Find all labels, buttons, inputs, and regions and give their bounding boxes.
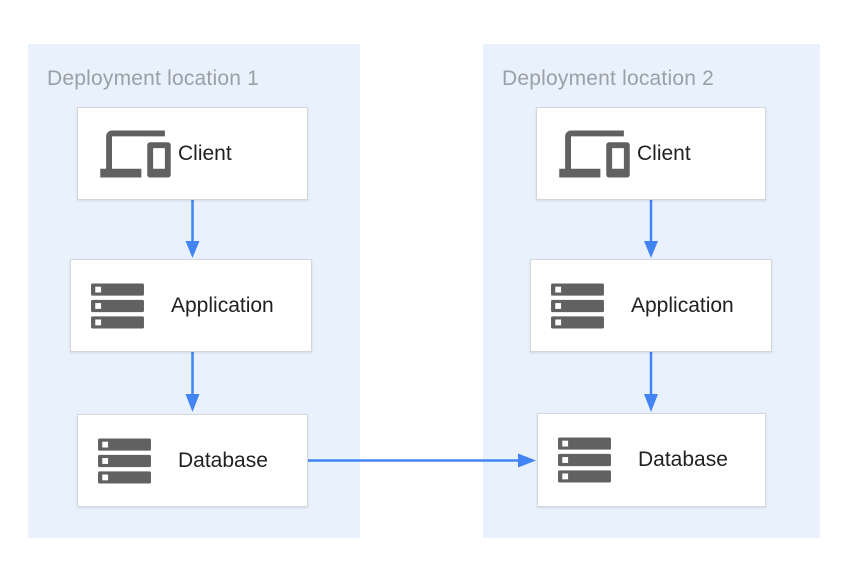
- server-stack-icon: [558, 437, 611, 483]
- server-stack-icon: [551, 283, 604, 328]
- client-2-label: Client: [637, 141, 691, 165]
- application-2-box: Application: [530, 259, 772, 352]
- client-1-label: Client: [178, 141, 232, 165]
- client-2-box: Client: [536, 107, 766, 200]
- database-1-box: Database: [77, 414, 308, 507]
- application-1-box: Application: [70, 259, 312, 352]
- database-2-label: Database: [638, 448, 728, 471]
- devices-icon: [559, 130, 630, 177]
- client-1-box: Client: [77, 107, 308, 200]
- deployment-location-1-title: Deployment location 1: [47, 67, 259, 90]
- application-1-label: Application: [171, 293, 274, 317]
- database-1-label: Database: [178, 448, 268, 472]
- server-stack-icon: [98, 438, 151, 483]
- devices-icon: [100, 130, 171, 177]
- deployment-location-2-title: Deployment location 2: [502, 67, 714, 90]
- server-stack-icon: [91, 283, 144, 328]
- database-2-box: Database: [537, 413, 766, 507]
- application-2-label: Application: [631, 293, 734, 317]
